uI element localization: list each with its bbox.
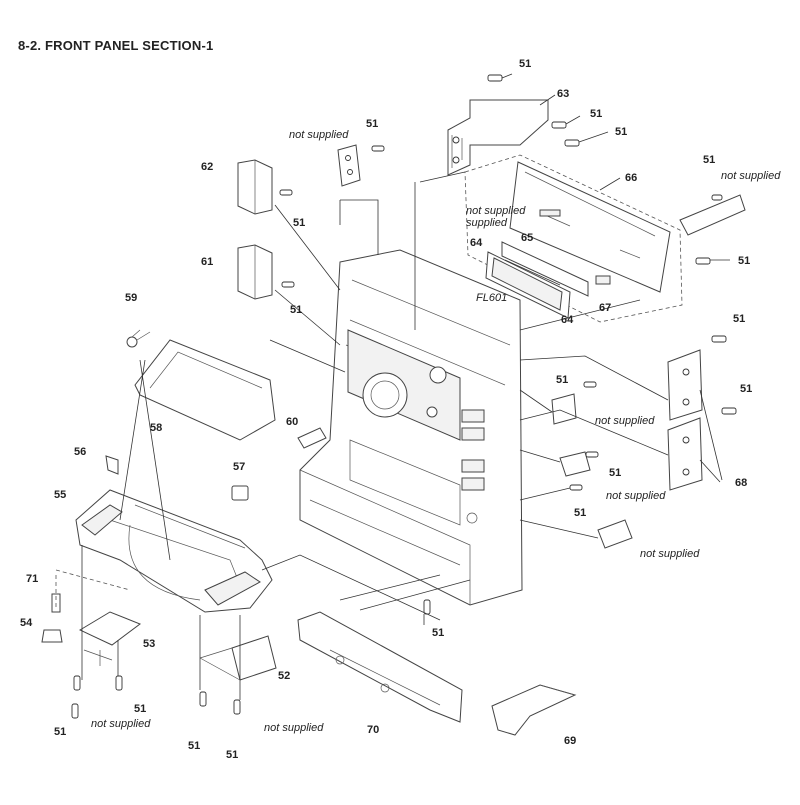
part-bracket-top-not-supplied [337,144,385,187]
note-not-supplied: not supplied [264,722,324,734]
callout-51: 51 [740,383,752,395]
callout-59: 59 [125,292,137,304]
callout-51: 51 [590,108,602,120]
callout-51: 51 [290,304,302,316]
part-67-connector [595,275,611,285]
part-bracket-right-not-supplied [679,194,746,236]
screw-51-top [487,73,513,82]
callout-57: 57 [233,461,245,473]
callout-labels: 51 63 51 51 51 66 51 62 51 61 51 64 65 6… [20,58,752,761]
callout-66: 66 [625,172,637,184]
callout-51: 51 [609,467,621,479]
screw-51-d [695,257,730,265]
part-69-cable [491,684,577,736]
part-55-tray [75,489,273,613]
note-not-supplied: not supplied [91,718,151,730]
callout-51: 51 [188,740,200,752]
part-57-cap [231,485,249,501]
screw-51-p [423,599,431,615]
callout-51: 51 [738,255,750,267]
part-56-clip [105,455,119,475]
note-not-supplied: not supplied [289,129,349,141]
part-clip-not-supplied [559,451,599,491]
note-not-supplied: not supplied [606,490,666,502]
part-54-foot [41,629,63,643]
part-52-box [199,635,277,681]
callout-55: 55 [54,489,66,501]
note-not-supplied: not supplied [721,170,781,182]
callout-62: 62 [201,161,213,173]
callout-51: 51 [134,703,146,715]
screws-lower-left [71,675,123,719]
not-supplied-notes: not supplied not supplied not supplied s… [91,129,781,734]
part-66-board [509,161,671,293]
callout-51: 51 [54,726,66,738]
part-68-bracket-b [667,417,703,491]
callout-64: 64 [561,314,574,326]
callout-60: 60 [286,416,298,428]
part-62-box [237,159,273,215]
callout-51: 51 [293,217,305,229]
callout-58: 58 [150,422,162,434]
note-supplied: supplied [466,217,508,229]
callout-71: 71 [26,573,38,585]
part-68-bracket-a [667,349,703,421]
screw-51-e [279,189,293,196]
part-small-bracket-not-supplied [551,381,597,425]
callout-51: 51 [733,313,745,325]
screw-51-b [564,131,609,147]
callout-67: 67 [599,302,611,314]
note-not-supplied: not supplied [466,205,526,217]
part-60-knob [297,427,327,449]
page-title: 8-2. FRONT PANEL SECTION-1 [18,38,214,53]
label-fl601: FL601 [476,292,507,304]
callout-63: 63 [557,88,569,100]
part-58-door [134,339,276,441]
callout-51: 51 [226,749,238,761]
callout-51: 51 [574,507,586,519]
callout-65: 65 [521,232,533,244]
screw-51-f [281,281,295,288]
callout-68: 68 [735,477,747,489]
callout-51: 51 [556,374,568,386]
part-65-display-holder [501,241,589,297]
callout-61: 61 [201,256,213,268]
note-not-supplied: not supplied [640,548,700,560]
screws-lower-center [199,691,241,715]
screw-51-h [711,335,727,343]
part-59-spring [126,329,151,348]
note-not-supplied: not supplied [595,415,655,427]
part-70-front-trim [297,611,463,723]
callout-53: 53 [143,638,155,650]
callout-51: 51 [703,154,715,166]
screw-51-a [551,115,581,129]
part-61-box [237,244,273,300]
front-panel-chassis [299,249,523,606]
part-63-bracket [447,99,549,176]
part-connector-not-supplied [597,519,633,549]
screw-51-i [721,407,737,415]
callout-56: 56 [74,446,86,458]
callout-51: 51 [432,627,444,639]
callout-51: 51 [366,118,378,130]
callout-64: 64 [470,237,483,249]
callout-51: 51 [519,58,531,70]
callout-69: 69 [564,735,576,747]
callout-51: 51 [615,126,627,138]
guide-lines [55,171,723,700]
callout-70: 70 [367,724,379,736]
callout-54: 54 [20,617,33,629]
part-53-board [78,611,142,666]
callout-52: 52 [278,670,290,682]
